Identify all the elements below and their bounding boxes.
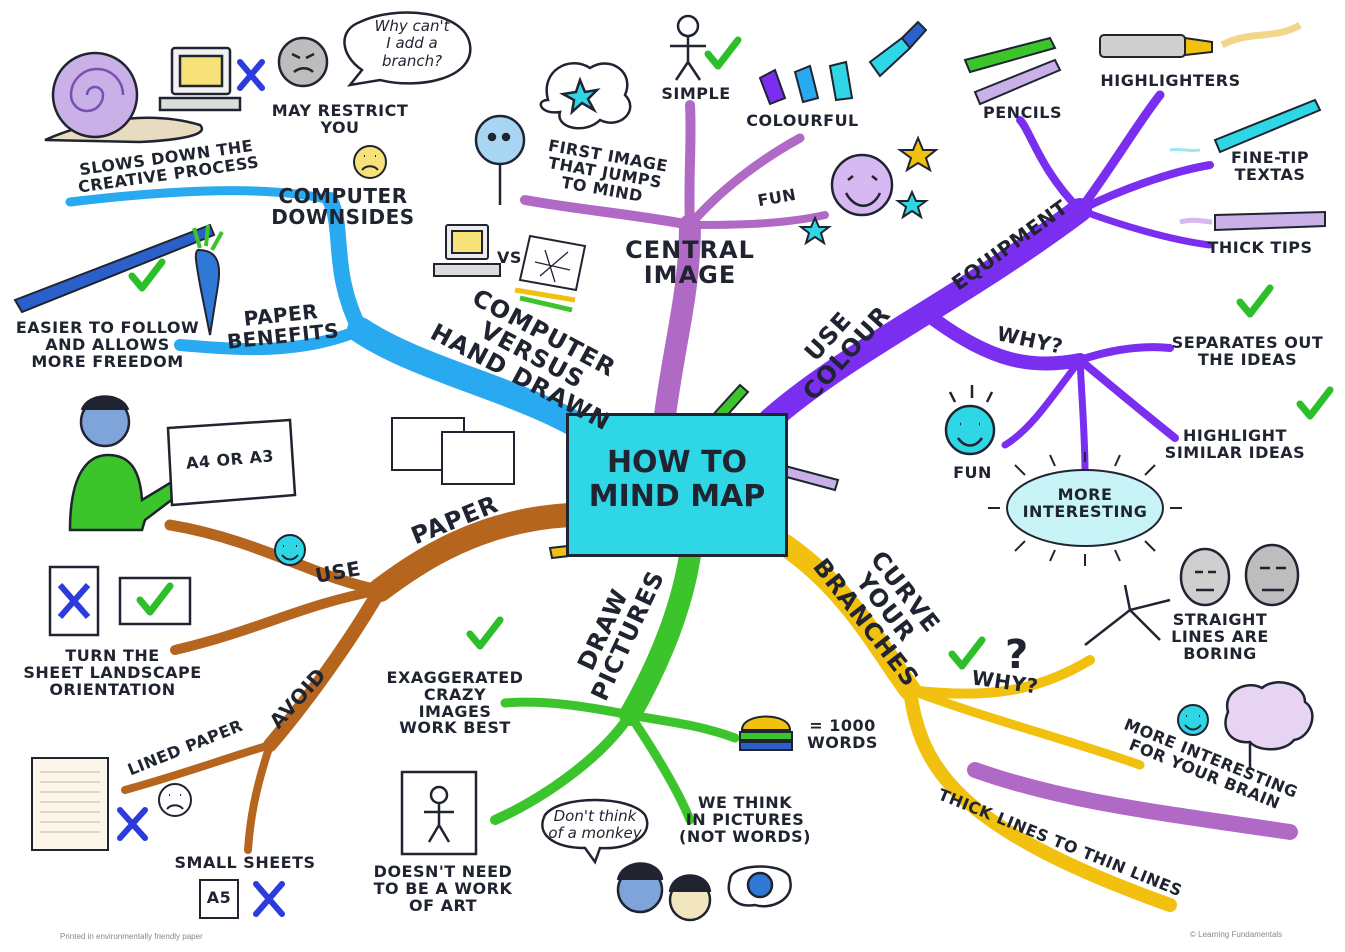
thick-to-thin-line-icon (967, 762, 1298, 840)
label-highlight-similar: HIGHLIGHT SIMILAR IDEAS (1164, 426, 1306, 462)
label-we-think-in-pictures: WE THINK IN PICTURES (NOT WORDS) (679, 793, 811, 846)
label-pencils: PENCILS (983, 103, 1062, 122)
angry-face-icon (277, 36, 329, 88)
star-icon (798, 135, 939, 246)
thick-tip-marker-icon (1179, 210, 1326, 232)
smiley-icon (1177, 704, 1209, 736)
label-thick-tips: THICK TIPS (1207, 238, 1313, 257)
smiley-icon (944, 385, 996, 456)
fine-tip-texta-icon (1169, 98, 1322, 154)
paper-sheets-icon (391, 417, 515, 485)
label-easier-to-follow: EASIER TO FOLLOW AND ALLOWS MORE FREEDOM (15, 318, 200, 371)
burger-icon (739, 715, 793, 751)
cross-icon (253, 881, 285, 917)
footer-left: Printed in environmentally friendly pape… (60, 932, 203, 941)
branch-use-colour (758, 90, 1214, 474)
label-fun-colour: FUN (953, 463, 992, 482)
branch-label-central-image: CENTRAL IMAGE (625, 236, 755, 290)
speech-bubble (541, 798, 649, 865)
branch-central-image (520, 100, 829, 426)
label-straight-lines-boring: STRAIGHT LINES ARE BORING (1171, 610, 1269, 663)
label-may-restrict: MAY RESTRICT YOU (271, 101, 409, 137)
question-mark-icon: ? (1005, 632, 1028, 678)
highlighter-icon (1099, 21, 1302, 58)
speech-bubble (343, 11, 472, 87)
label-not-a-work-of-art: DOESN'T NEED TO BE A WORK OF ART (373, 862, 513, 915)
branch-computer-vs-hand-drawn (65, 186, 598, 443)
smiley-icon (274, 534, 306, 566)
central-topic-box (566, 413, 788, 557)
sad-face-icon (353, 145, 387, 179)
pencils-icon (963, 36, 1062, 106)
label-small-sheets: SMALL SHEETS (174, 853, 316, 872)
label-highlighters: HIGHLIGHTERS (1100, 71, 1241, 90)
svg-text:?: ? (1005, 632, 1028, 678)
bored-faces-icon (1179, 543, 1300, 607)
footer-right: © Learning Fundamentals (1190, 930, 1283, 939)
label-1000-words: = 1000 WORDS (807, 716, 878, 752)
boy-with-sign-icon (68, 395, 297, 532)
label-exaggerated: EXAGGERATED CRAZY IMAGES WORK BEST (386, 668, 524, 738)
computer-icon (158, 46, 242, 112)
bubble-why-cant-add-branch: Why can't I add a branch? (374, 17, 450, 70)
label-simple: SIMPLE (661, 84, 731, 103)
check-icon (470, 620, 500, 646)
label-fine-tip-textas: FINE-TIP TEXTAS (1230, 148, 1310, 184)
sad-face-icon (158, 783, 192, 817)
snail-icon (44, 51, 204, 144)
stick-figure-icon (670, 14, 706, 81)
fun-face-icon (830, 153, 894, 217)
head-icon (474, 114, 526, 205)
carrot-icon (192, 224, 224, 336)
label-more-interesting: MORE INTERESTING (1022, 485, 1148, 521)
straight-lines-icon (1084, 584, 1171, 646)
label-computer-downsides: COMPUTER DOWNSIDES (271, 184, 415, 229)
check-icon (1300, 390, 1330, 416)
people-thinking-icon (616, 862, 792, 922)
brain-icon (1224, 681, 1314, 770)
label-colourful: COLOURFUL (746, 111, 859, 130)
check-icon (1240, 288, 1270, 314)
branch-draw-pictures (490, 544, 740, 825)
a5-sheet-icon (199, 879, 239, 919)
check-icon (708, 40, 738, 66)
small-computer-icon (433, 224, 501, 277)
sketch-paper-icon (514, 234, 587, 313)
portrait-sheet-icon (48, 565, 100, 637)
cross-icon (237, 59, 265, 91)
starburst-icon (988, 452, 1182, 566)
label-separates-out: SEPARATES OUT THE IDEAS (1171, 333, 1324, 369)
paint-swatches-icon (758, 20, 928, 106)
label-vs: VS (497, 248, 522, 267)
branch-paper (121, 503, 582, 854)
thought-cloud-icon (539, 62, 632, 130)
bubble-dont-think-monkey: Don't think of a monkey (548, 807, 642, 843)
central-topic-title: HOW TO MIND MAP (588, 445, 766, 514)
framed-stick-figure-icon (400, 770, 478, 856)
label-turn-the-sheet: TURN THE SHEET LANDSCAPE ORIENTATION (23, 646, 202, 699)
cross-icon (117, 807, 148, 841)
lined-paper-icon (31, 757, 109, 851)
label-a5: A5 (206, 888, 232, 907)
branch-curve-your-branches (774, 534, 1177, 912)
blue-pen-icon (13, 223, 216, 314)
